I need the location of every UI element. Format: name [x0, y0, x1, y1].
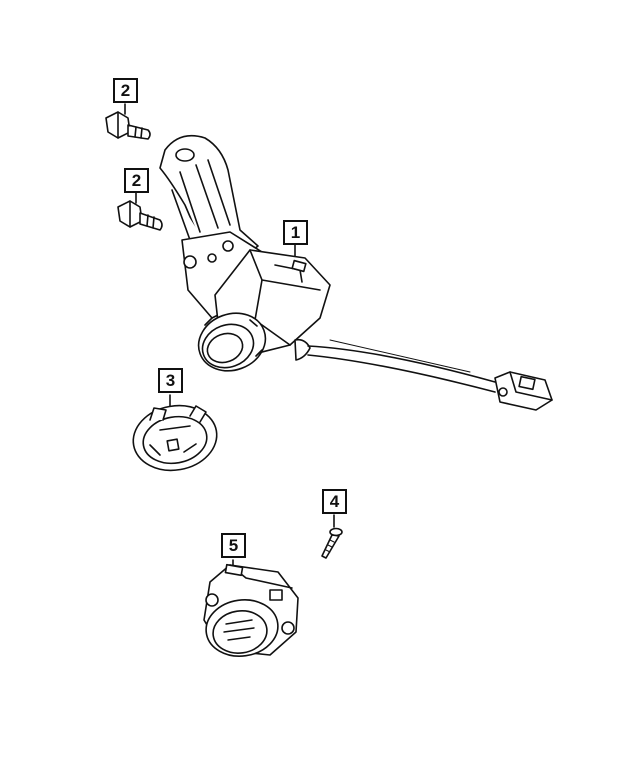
bolt-lower	[117, 200, 163, 231]
ignition-switch-assembly	[159, 134, 553, 411]
halo-ring	[132, 404, 218, 472]
screw	[321, 527, 343, 559]
push-button-switch	[203, 563, 299, 657]
callout-part-5: 5	[221, 533, 246, 558]
callout-part-2-upper: 2	[113, 78, 138, 103]
bolt-upper	[105, 111, 151, 140]
callout-part-3: 3	[158, 368, 183, 393]
callout-part-1: 1	[283, 220, 308, 245]
callout-part-4: 4	[322, 489, 347, 514]
callout-part-2-lower: 2	[124, 168, 149, 193]
